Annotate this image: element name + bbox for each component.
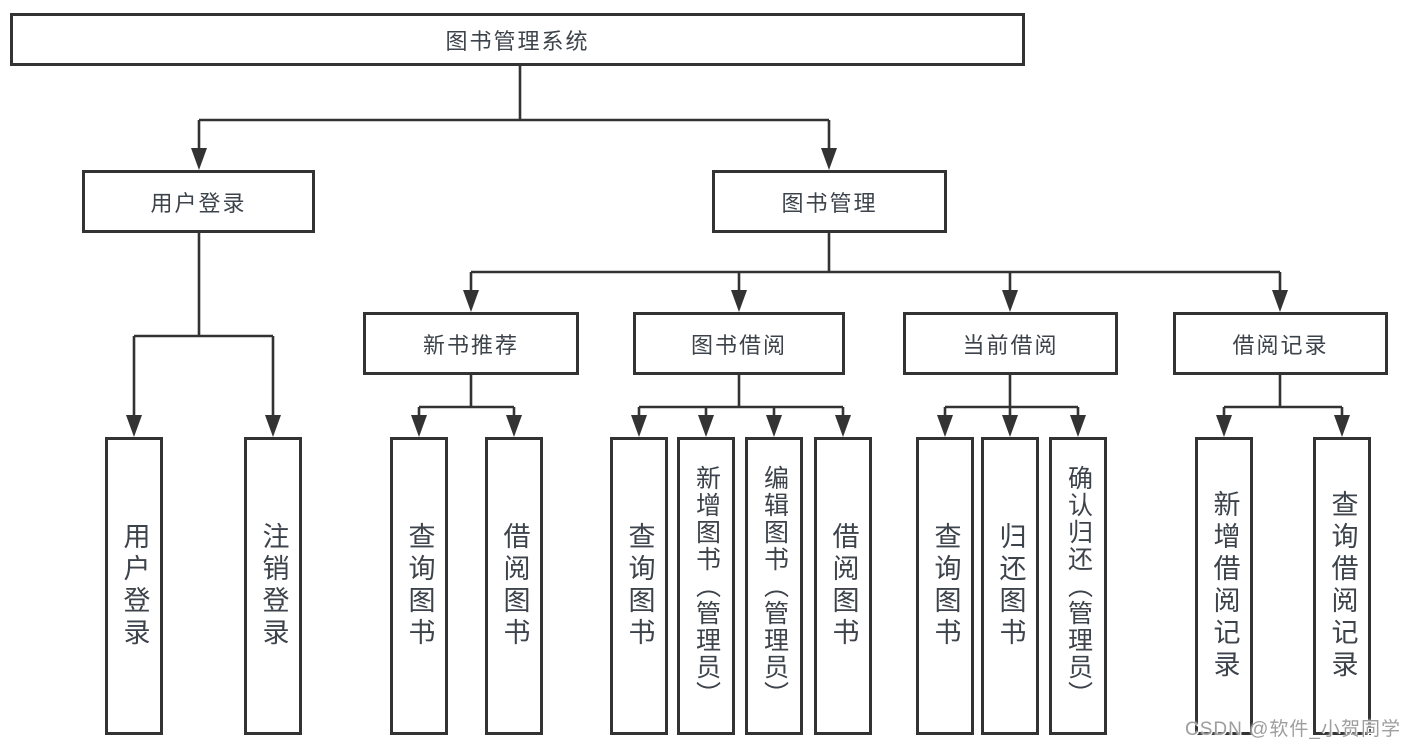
arrowhead-icon: [731, 290, 747, 312]
leaf-logout: 注销登录: [244, 437, 302, 735]
leaf-add-borrow-record: 新增借阅记录: [1195, 437, 1253, 735]
node-user-login: 用户登录: [82, 170, 315, 233]
node-label: 图书借阅: [690, 332, 787, 358]
arrowhead-icon: [835, 415, 851, 437]
leaf-label: 查询图书: [624, 522, 655, 650]
connector-root-to-level2: [197, 66, 831, 150]
csdn-watermark: CSDN @软件_小贺同学: [1185, 719, 1401, 740]
leaf-user-login: 用户登录: [105, 437, 163, 735]
arrowhead-icon: [126, 415, 142, 437]
arrowhead-icon: [265, 415, 281, 437]
leaf-query-books-recommend: 查询图书: [390, 437, 448, 735]
leaf-borrow-books-recommend: 借阅图书: [485, 437, 543, 735]
leaf-query-books-borrow: 查询图书: [610, 437, 668, 735]
connector-current-borrow-to-leaves: [943, 375, 1080, 417]
leaf-label: 确认归还（管理员）: [1064, 464, 1093, 708]
connector-new-book-recommend-to-leaves: [417, 375, 516, 417]
node-current-borrow: 当前借阅: [903, 312, 1118, 375]
arrowhead-icon: [463, 290, 479, 312]
leaf-borrow-books: 借阅图书: [814, 437, 872, 735]
leaf-label: 注销登录: [258, 522, 289, 650]
leaf-query-borrow-record: 查询借阅记录: [1313, 437, 1371, 735]
node-label: 图书管理系统: [445, 28, 590, 54]
node-label: 新书推荐: [422, 332, 519, 358]
leaf-label: 编辑图书（管理员）: [760, 464, 789, 708]
connector-lines: [132, 66, 1344, 417]
arrowhead-icon: [631, 415, 647, 437]
node-library-management-system: 图书管理系统: [10, 13, 1025, 66]
leaf-label: 借阅图书: [499, 522, 530, 650]
leaf-label: 新增借阅记录: [1209, 490, 1240, 682]
arrowhead-icon: [937, 415, 953, 437]
arrowhead-icon: [1272, 290, 1288, 312]
leaf-label: 查询借阅记录: [1327, 490, 1358, 682]
arrowhead-icon: [698, 415, 714, 437]
leaf-label: 查询图书: [930, 522, 961, 650]
leaf-edit-books-admin: 编辑图书（管理员）: [745, 437, 803, 735]
leaf-add-books-admin: 新增图书（管理员）: [677, 437, 735, 735]
leaf-return-books: 归还图书: [981, 437, 1039, 735]
arrowhead-icon: [506, 415, 522, 437]
connector-user-login-to-leaves: [132, 233, 275, 417]
arrowhead-icon: [1002, 415, 1018, 437]
leaf-label: 查询图书: [404, 522, 435, 650]
leaf-label: 用户登录: [119, 522, 150, 650]
connector-borrow-records-to-leaves: [1222, 375, 1344, 417]
node-borrow-records: 借阅记录: [1173, 312, 1388, 375]
node-label: 图书管理: [781, 190, 878, 216]
node-label: 用户登录: [150, 190, 247, 216]
leaf-label: 归还图书: [995, 522, 1026, 650]
node-new-book-recommend: 新书推荐: [363, 312, 579, 375]
arrowhead-icon: [1070, 415, 1086, 437]
leaf-label: 借阅图书: [828, 522, 859, 650]
leaf-confirm-return-admin: 确认归还（管理员）: [1049, 437, 1107, 735]
arrowhead-icon: [411, 415, 427, 437]
arrowheads: [126, 148, 1350, 437]
leaf-query-books-current: 查询图书: [916, 437, 974, 735]
node-book-management: 图书管理: [712, 170, 947, 233]
arrowhead-icon: [1216, 415, 1232, 437]
connector-book-borrow-to-leaves: [637, 375, 845, 417]
connector-book-management-to-level3: [469, 233, 1282, 292]
arrowhead-icon: [821, 148, 837, 170]
node-book-borrow: 图书借阅: [633, 312, 845, 375]
leaf-label: 新增图书（管理员）: [692, 464, 721, 708]
arrowhead-icon: [1334, 415, 1350, 437]
node-label: 借阅记录: [1232, 332, 1329, 358]
arrowhead-icon: [1002, 290, 1018, 312]
arrowhead-icon: [766, 415, 782, 437]
node-label: 当前借阅: [962, 332, 1059, 358]
arrowhead-icon: [191, 148, 207, 170]
